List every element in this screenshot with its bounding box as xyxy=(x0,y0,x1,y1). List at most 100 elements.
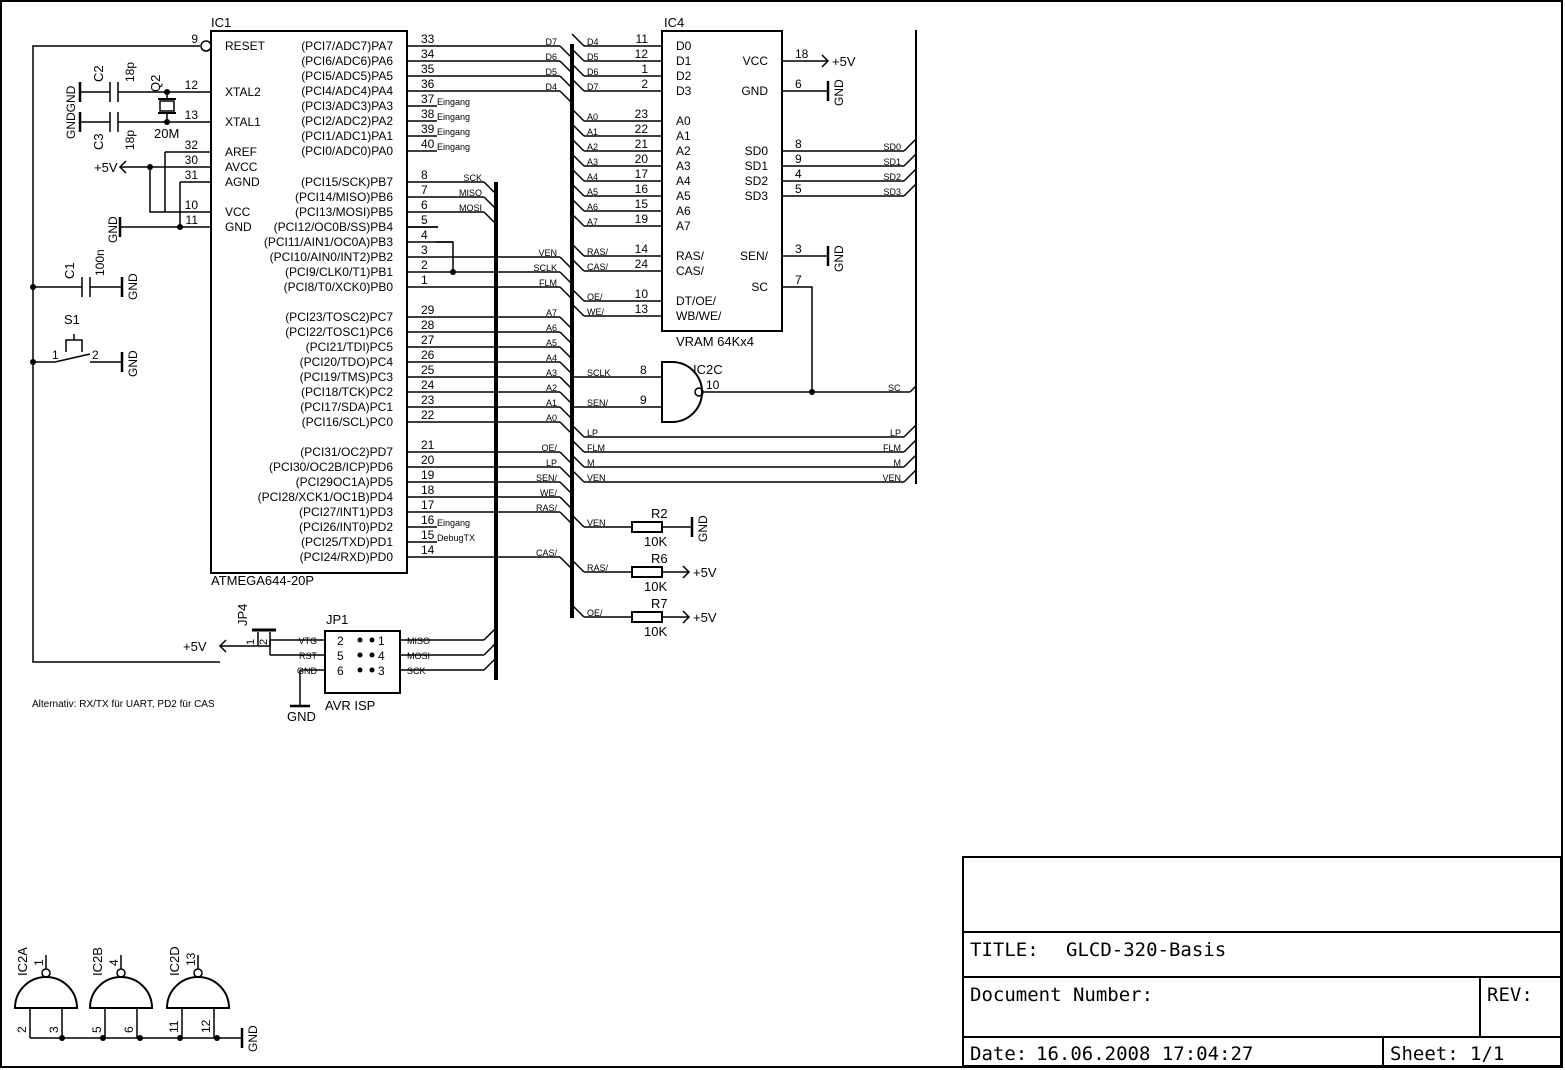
wire xyxy=(571,123,585,137)
ic4-net-label: D5 xyxy=(587,52,599,62)
ic1-right-pin-num: 20 xyxy=(421,453,435,467)
resistor-value: 10K xyxy=(644,534,667,549)
pb-extras xyxy=(407,226,454,272)
ic4-right-pin-num: 8 xyxy=(795,137,802,151)
ic1-left-pin-name: GND xyxy=(225,220,252,234)
ic1-net-label: Eingang xyxy=(437,518,470,528)
resistor-body xyxy=(631,566,663,578)
ic1-right-pin-num: 24 xyxy=(421,378,435,392)
jp1-left-net: VTG xyxy=(298,636,317,646)
ic1-right-pin-name: (PCI13/MOSI)PB5 xyxy=(295,205,393,219)
wire xyxy=(483,181,497,195)
gnd-c1-label: GND xyxy=(126,273,140,300)
ic4-left-pin-num: 23 xyxy=(635,107,649,121)
ic1-left-pin-name: AREF xyxy=(225,145,257,159)
wire xyxy=(483,196,497,210)
jp1-pin-dot xyxy=(369,667,375,673)
wire xyxy=(571,63,585,77)
wire xyxy=(571,258,585,272)
ic1-left-pins: RESET9XTAL212XTAL113AREF32AVCC30AGND31VC… xyxy=(185,32,266,234)
ic1-right-pin-name: (PCI31/OC2)PD7 xyxy=(300,445,393,459)
ic4-right-pin-num: 9 xyxy=(795,152,802,166)
wire xyxy=(559,376,573,390)
wire xyxy=(571,243,585,257)
wire xyxy=(559,271,573,285)
ic1-right-pin-name: (PCI28/XCK1/OC1B)PD4 xyxy=(258,490,394,504)
ic4-left-pin-name: D3 xyxy=(676,84,692,98)
resistor-ref: R6 xyxy=(651,551,668,566)
ic4-right-pin-num: 3 xyxy=(795,242,802,256)
ic1-right-pin-name: (PCI30/OC2B/ICP)PD6 xyxy=(269,460,393,474)
jp4-pin2: 2 xyxy=(258,639,270,645)
jp1-pin-dot xyxy=(357,637,363,643)
ic4-right-pin-name: SD0 xyxy=(745,144,769,158)
lcd-net-left: VEN xyxy=(587,473,606,483)
wire xyxy=(571,78,585,92)
ic1-right-pin-name: (PCI25/TXD)PD1 xyxy=(301,535,393,549)
ic4-net-label: A0 xyxy=(587,112,598,122)
ic4-left-pin-num: 21 xyxy=(635,137,649,151)
ic4-part: VRAM 64Kx4 xyxy=(676,334,754,349)
ic1-right-pin-name: (PCI10/AIN0/INT2)PB2 xyxy=(270,250,394,264)
gate-bubble xyxy=(193,968,203,978)
ic4-right-pin-num: 4 xyxy=(795,167,802,181)
lcd-net-left: M xyxy=(587,458,595,468)
ic1-right-pin-num: 1 xyxy=(421,273,428,287)
ic2c-out: 10 xyxy=(706,378,720,392)
ic4-net-label: A4 xyxy=(587,172,598,182)
wire xyxy=(571,168,585,182)
ic1-right-pin-num: 35 xyxy=(421,62,435,76)
wire xyxy=(559,316,573,330)
ic4-left-pin-name: A2 xyxy=(676,144,691,158)
ic1-net-label: Eingang xyxy=(437,142,470,152)
ic4-left-pin-name: DT/OE/ xyxy=(676,294,717,308)
ic4-net-label: A3 xyxy=(587,157,598,167)
resistor-vcc: +5V xyxy=(693,610,717,625)
wire xyxy=(571,288,585,302)
wire xyxy=(903,454,917,468)
ic1-net-label: MOSI xyxy=(459,203,482,213)
sheet-value: 1/1 xyxy=(1470,1043,1504,1065)
ic4-left-pin-num: 10 xyxy=(635,287,649,301)
ic1-right-pin-num: 18 xyxy=(421,483,435,497)
gate-bubble xyxy=(41,968,51,978)
gate-bubble xyxy=(116,968,126,978)
ic1-right-pin-num: 26 xyxy=(421,348,435,362)
wire xyxy=(903,424,917,438)
jp1-pin-dot xyxy=(369,637,375,643)
lcd-net-right: FLM xyxy=(883,443,901,453)
ic4-net-label: SD2 xyxy=(883,172,901,182)
gate-pin: 2 xyxy=(15,1026,29,1033)
lcd-net-right: VEN xyxy=(882,473,901,483)
ic1-right-pin-name: (PCI26/INT0)PD2 xyxy=(299,520,393,534)
resistor-vcc: +5V xyxy=(693,565,717,580)
ic4-net-label: D4 xyxy=(587,37,599,47)
wire xyxy=(571,469,585,483)
gate-pin: 11 xyxy=(167,1020,181,1033)
wire xyxy=(903,153,917,167)
ic1-net-label: OE/ xyxy=(541,443,557,453)
ic4-right-pin-num: 18 xyxy=(795,47,809,61)
ic1-net-label: A5 xyxy=(546,338,557,348)
ic1-right-pin-name: (PCI7/ADC7)PA7 xyxy=(301,39,393,53)
ic4-net-label: SD3 xyxy=(883,187,901,197)
ic1-right-pin-num: 39 xyxy=(421,122,435,136)
power-5v-avcc: +5V xyxy=(94,160,118,175)
ic2c-gate xyxy=(572,361,917,423)
ic4-left-pin-num: 19 xyxy=(635,212,649,226)
ic1-net-label: D5 xyxy=(545,67,557,77)
ic4-power xyxy=(782,60,830,392)
gnd-s1-label: GND xyxy=(126,350,140,377)
ic4-left-pin-num: 12 xyxy=(635,47,649,61)
ic1-right-pin-name: (PCI22/TOSC1)PC6 xyxy=(285,325,393,339)
ic4-left-pin-num: 2 xyxy=(641,77,648,91)
jp4-ref: JP4 xyxy=(235,604,250,626)
ic1-ref: IC1 xyxy=(211,15,231,30)
jp1-right-net: MISO xyxy=(407,636,430,646)
ic1-right-pin-num: 19 xyxy=(421,468,435,482)
wire xyxy=(559,331,573,345)
